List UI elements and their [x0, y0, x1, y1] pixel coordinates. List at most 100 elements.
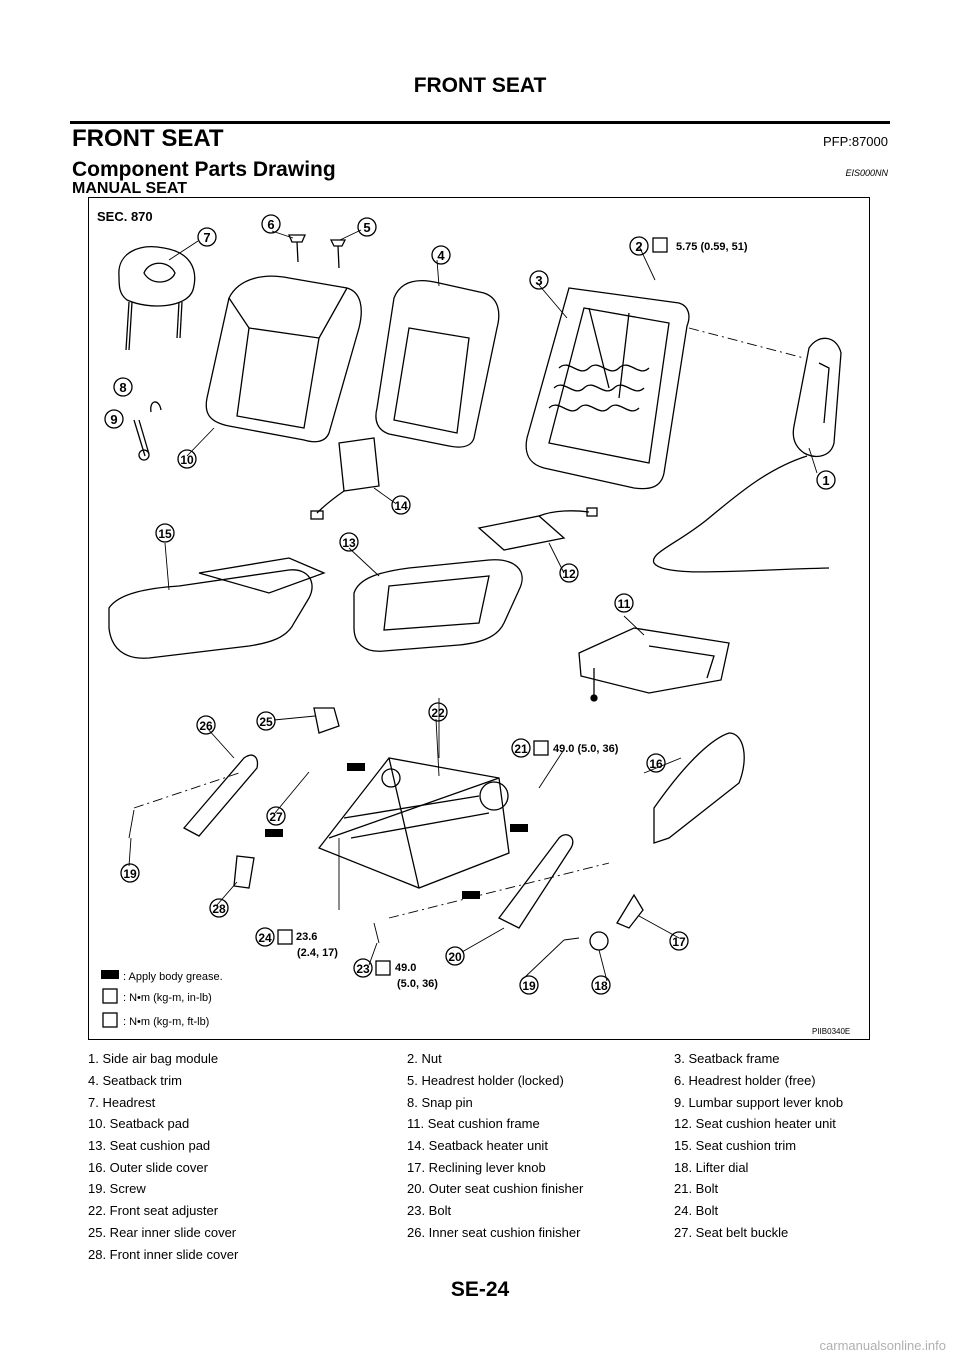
callout-11: 11: [614, 593, 634, 613]
callout-8: 8: [113, 377, 133, 397]
part-item: 4. Seatback trim: [88, 1073, 182, 1089]
front-inner-slide-cover: [233, 855, 255, 889]
callout-2: 2: [629, 236, 649, 256]
header-rule: [70, 121, 890, 124]
callout-10: 10: [177, 449, 197, 469]
part-item: 27. Seat belt buckle: [674, 1224, 789, 1240]
part-item: 8. Snap pin: [407, 1094, 473, 1110]
seat-cushion-trim: [108, 557, 326, 659]
part-item: 1. Side air bag module: [88, 1051, 219, 1067]
part-item: 10. Seatback pad: [88, 1116, 190, 1132]
part-item: 24. Bolt: [674, 1203, 719, 1219]
part-item: 6. Headrest holder (free): [674, 1073, 816, 1089]
part-item: 18. Lifter dial: [674, 1159, 749, 1175]
seatback-trim: [375, 280, 500, 448]
callout-3: 3: [529, 270, 549, 290]
svg-text:28: 28: [212, 902, 226, 916]
callout-23: 23: [353, 958, 373, 978]
callout-13: 13: [339, 532, 359, 552]
part-item: 22. Front seat adjuster: [88, 1203, 219, 1219]
callout-7: 7: [197, 227, 217, 247]
callout-14: 14: [391, 495, 411, 515]
svg-text:19: 19: [123, 867, 137, 881]
outer-seat-cushion-finisher: [498, 834, 574, 929]
running-header: FRONT SEAT: [413, 74, 547, 97]
part-item: 11. Seat cushion frame: [407, 1116, 540, 1132]
svg-text:27: 27: [269, 810, 283, 824]
part-item: 17. Reclining lever knob: [407, 1159, 546, 1175]
grease-symbols: [265, 763, 528, 899]
part-prefix-code: PFP:87000: [822, 134, 888, 149]
part-item: 2. Nut: [407, 1051, 442, 1067]
svg-text:18: 18: [594, 979, 608, 993]
subsection-title: Component Parts Drawing: [72, 158, 336, 181]
torque-value-24a: 23.6: [296, 931, 317, 943]
svg-text:24: 24: [258, 931, 272, 945]
side-air-bag-module: [652, 337, 842, 573]
callout-21: 21: [511, 738, 531, 758]
torque-value-21: 49.0 (5.0, 36): [553, 743, 619, 755]
callout-15: 15: [155, 523, 175, 543]
section-number: SEC. 870: [97, 209, 153, 224]
callout-16: 16: [646, 753, 666, 773]
svg-text:4: 4: [437, 248, 445, 263]
svg-text:23: 23: [356, 962, 370, 976]
seatback-pad: [205, 275, 362, 443]
part-item: 23. Bolt: [407, 1203, 452, 1219]
svg-text:9: 9: [110, 412, 117, 427]
part-item: 15. Seat cushion trim: [674, 1138, 797, 1154]
callout-9: 9: [104, 409, 124, 429]
key-grease: : Apply body grease.: [123, 971, 223, 983]
figure-id: PIIB0340E: [812, 1027, 850, 1036]
svg-text:13: 13: [342, 536, 356, 550]
callout-4: 4: [431, 245, 451, 265]
svg-text:19: 19: [522, 979, 536, 993]
front-seat-adjuster: [317, 757, 510, 889]
part-item: 21. Bolt: [674, 1181, 719, 1197]
part-item: 5. Headrest holder (locked): [407, 1073, 564, 1089]
callout-17: 17: [669, 931, 689, 951]
callout-1: 1: [816, 470, 836, 490]
parts-list: 1. Side air bag module 2. Nut 3. Seatback …: [73, 1048, 873, 1265]
document-code: EIS000NN: [845, 168, 888, 178]
svg-text:15: 15: [158, 527, 172, 541]
callout-6: 6: [261, 214, 281, 234]
torque-value-23a: 49.0: [395, 962, 416, 974]
part-item: 3. Seatback frame: [674, 1051, 780, 1067]
part-item: 13. Seat cushion pad: [88, 1138, 211, 1154]
svg-text:12: 12: [562, 567, 576, 581]
callout-5: 5: [357, 217, 377, 237]
inner-seat-cushion-finisher: [182, 754, 259, 837]
page-number: SE-24: [450, 1278, 510, 1301]
svg-text:14: 14: [394, 499, 408, 513]
section-title: FRONT SEAT: [72, 125, 224, 152]
grease-icon: [101, 970, 119, 979]
parts-row: 22. Front seat adjuster 23. Bolt 24. Bolt: [73, 1200, 873, 1222]
svg-text:5: 5: [363, 220, 370, 235]
part-item: 28. Front inner slide cover: [88, 1246, 239, 1262]
lifter-dial: [589, 931, 609, 951]
seat-cushion-heater-unit: [477, 507, 598, 551]
svg-text:20: 20: [448, 950, 462, 964]
torque-icon: [533, 740, 549, 756]
parts-row: 28. Front inner slide cover: [73, 1243, 873, 1265]
parts-row: 4. Seatback trim 5. Headrest holder (lock…: [73, 1070, 873, 1092]
callout-24: 24: [255, 927, 275, 947]
leader-lines: [128, 229, 818, 982]
torque-value-2: 5.75 (0.59, 51): [676, 241, 748, 253]
svg-text:8: 8: [119, 380, 126, 395]
svg-text:21: 21: [514, 742, 528, 756]
key-nm-ft: : N•m (kg-m, ft-lb): [123, 1016, 209, 1028]
key-nm-in: : N•m (kg-m, in-lb): [123, 992, 212, 1004]
svg-text:10: 10: [180, 453, 194, 467]
torque-icon: [277, 929, 293, 945]
callout-19b: 19: [519, 975, 539, 995]
svg-text:26: 26: [199, 719, 213, 733]
seat-cushion-frame: [578, 627, 730, 696]
torque-callouts: 5.75 (0.59, 51) 49.0 (5.0, 36) 23.6 (2.4…: [277, 237, 748, 990]
